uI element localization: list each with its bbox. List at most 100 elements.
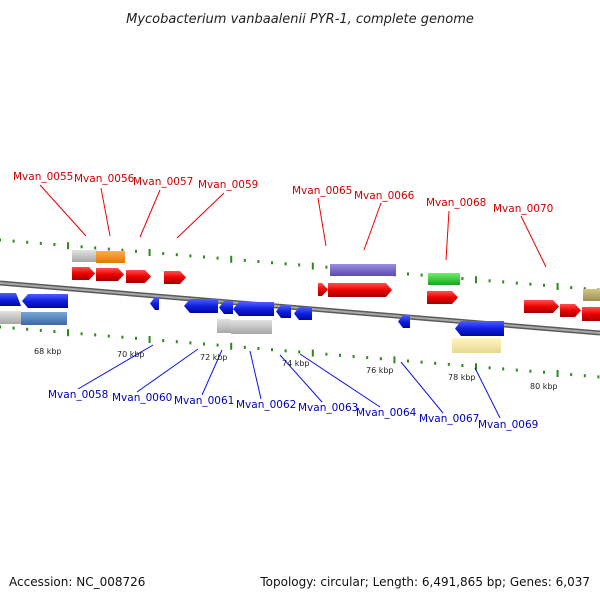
reverse-gene-arrow[interactable] <box>276 305 291 318</box>
gene-leader-lines <box>39 184 547 419</box>
forward-feature-track <box>72 250 600 301</box>
tick-mark <box>597 375 600 379</box>
tick-mark <box>502 280 505 284</box>
reverse-gene-arrow[interactable] <box>184 299 218 313</box>
gene-label[interactable]: Mvan_0065 <box>292 185 352 197</box>
reverse-gene-arrow[interactable] <box>233 302 274 316</box>
forward-gene-arrow[interactable] <box>427 291 458 304</box>
tick-mark <box>94 246 97 250</box>
reverse-gene-arrow[interactable] <box>22 294 68 308</box>
gene-label[interactable]: Mvan_0066 <box>354 190 415 202</box>
gene-label[interactable]: Mvan_0060 <box>112 392 172 404</box>
tick-mark <box>203 342 205 346</box>
tick-mark <box>135 336 137 340</box>
tick-mark <box>556 283 559 290</box>
forward-gene-arrow[interactable] <box>328 283 392 297</box>
tick-mark <box>379 357 382 361</box>
map-title: Mycobacterium vanbaalenii PYR-1, complet… <box>126 12 474 27</box>
tick-mark <box>420 360 423 364</box>
reverse-gene-labels: Mvan_0058 Mvan_0060 Mvan_0061 Mvan_0062 … <box>48 389 538 431</box>
feature-block[interactable] <box>72 250 97 262</box>
scale-label: 74 kbp <box>282 359 310 368</box>
leader-line <box>279 354 323 403</box>
tick-mark <box>107 334 110 338</box>
gene-label[interactable]: Mvan_0069 <box>478 419 538 431</box>
feature-block[interactable] <box>21 312 67 325</box>
tick-mark <box>515 368 518 372</box>
feature-block[interactable] <box>0 311 21 324</box>
tick-mark <box>230 342 233 350</box>
tick-mark <box>325 265 328 269</box>
forward-gene-track <box>72 267 600 321</box>
gene-label[interactable]: Mvan_0068 <box>426 197 486 209</box>
forward-gene-arrow[interactable] <box>72 267 95 280</box>
tick-mark <box>135 249 137 253</box>
tick-mark <box>67 242 69 250</box>
gene-label[interactable]: Mvan_0064 <box>356 407 417 419</box>
tick-mark <box>556 370 559 377</box>
reverse-gene-arrow[interactable] <box>219 301 233 314</box>
feature-block[interactable] <box>452 338 501 353</box>
topology-text: Topology: circular; Length: 6,491,865 bp… <box>259 575 590 589</box>
tick-mark <box>39 241 42 245</box>
forward-gene-arrow[interactable] <box>164 271 186 284</box>
tick-mark <box>284 262 287 266</box>
scale-label: 78 kbp <box>448 373 476 382</box>
tick-mark <box>26 327 29 331</box>
gene-label[interactable]: Mvan_0061 <box>174 395 234 407</box>
scale-label: 72 kbp <box>200 353 228 362</box>
forward-gene-arrow[interactable] <box>524 300 559 313</box>
tick-mark <box>529 369 532 373</box>
leader-line <box>520 215 547 268</box>
feature-block[interactable] <box>330 264 396 276</box>
forward-gene-arrow[interactable] <box>582 307 600 321</box>
feature-block[interactable] <box>217 319 231 333</box>
reverse-gene-arrow[interactable] <box>294 307 312 320</box>
forward-gene-arrow[interactable] <box>96 268 124 281</box>
gene-label[interactable]: Mvan_0057 <box>133 176 193 188</box>
gene-label[interactable]: Mvan_0070 <box>493 203 553 215</box>
gene-label[interactable]: Mvan_0067 <box>419 413 479 425</box>
tick-mark <box>0 238 1 242</box>
gene-label[interactable]: Mvan_0063 <box>298 402 358 414</box>
tick-mark <box>94 333 97 337</box>
forward-gene-arrow[interactable] <box>318 283 328 296</box>
tick-mark <box>393 356 396 364</box>
feature-block[interactable] <box>231 320 272 334</box>
tick-mark <box>284 349 287 353</box>
leader-line <box>39 184 87 237</box>
tick-mark <box>243 258 246 262</box>
tick-mark <box>53 243 56 246</box>
reverse-gene-track <box>0 293 504 336</box>
reverse-gene-arrow[interactable] <box>455 321 504 336</box>
gene-label[interactable]: Mvan_0062 <box>236 399 296 411</box>
tick-mark <box>12 239 15 243</box>
tick-mark <box>311 349 314 357</box>
feature-block[interactable] <box>96 251 125 263</box>
forward-gene-arrow[interactable] <box>126 270 151 283</box>
tick-mark <box>434 361 437 365</box>
tick-mark <box>189 341 192 345</box>
tick-mark <box>543 370 545 374</box>
tick-mark <box>475 276 477 284</box>
reverse-gene-arrow[interactable] <box>150 297 159 310</box>
tick-mark <box>488 279 491 283</box>
reverse-gene-arrow[interactable] <box>0 293 21 306</box>
feature-block[interactable] <box>428 273 460 285</box>
feature-block[interactable] <box>583 289 600 301</box>
reverse-gene-arrow[interactable] <box>398 315 410 328</box>
leader-line <box>445 210 450 261</box>
gene-label[interactable]: Mvan_0058 <box>48 389 108 401</box>
tick-mark <box>162 339 165 343</box>
gene-label[interactable]: Mvan_0055 <box>13 171 73 183</box>
gene-label[interactable]: Mvan_0056 <box>74 173 135 185</box>
reverse-feature-track <box>0 311 501 353</box>
tick-mark <box>257 347 260 350</box>
tick-mark <box>502 367 505 371</box>
forward-gene-arrow[interactable] <box>560 304 581 317</box>
tick-mark <box>488 366 491 370</box>
gene-label[interactable]: Mvan_0059 <box>198 179 258 191</box>
tick-mark <box>570 373 573 377</box>
tick-mark <box>352 355 355 358</box>
